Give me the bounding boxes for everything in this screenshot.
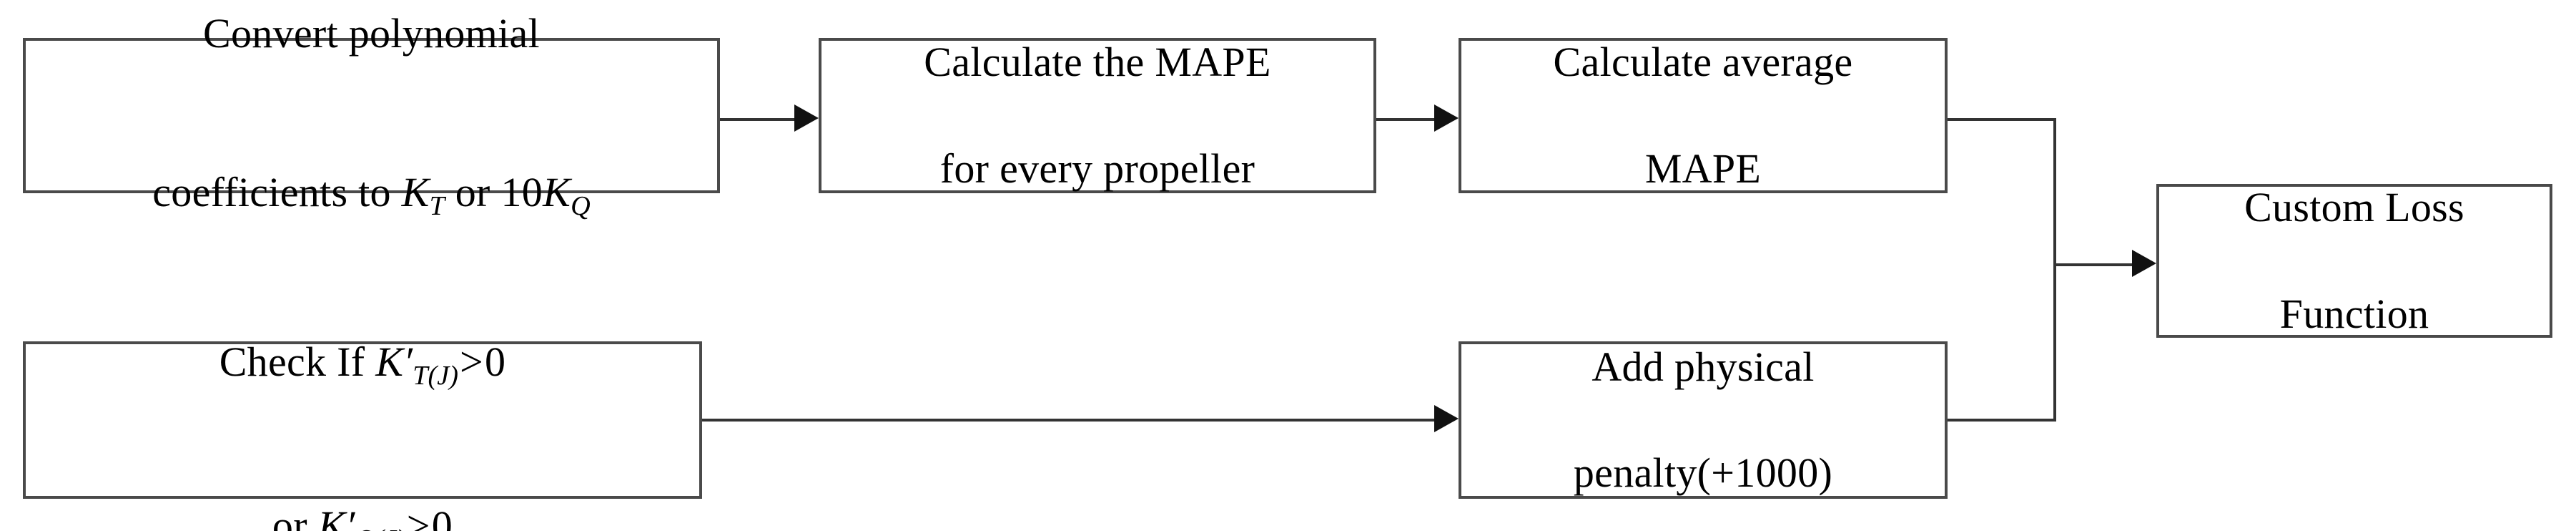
node-line-1: Check If K′T(J)>0 [219, 282, 506, 393]
prime-mark-2: ′ [345, 502, 355, 531]
merge-junction-vertical-trunk [2053, 118, 2056, 422]
node-line-1: Convert polynomial [203, 9, 540, 57]
subscript-tj: T(J) [413, 360, 458, 391]
edge-mape-to-average-arrowhead [1434, 104, 1459, 132]
symbol-k-2: K [317, 502, 346, 531]
prime-mark-1: ′ [403, 338, 413, 385]
subscript-qj: Q(J) [355, 525, 405, 531]
node-add-physical-penalty[interactable]: Add physical penalty(+1000) [1459, 341, 1948, 499]
subscript-q: Q [571, 191, 591, 222]
node-label: Convert polynomial coefficients to KT or… [142, 0, 600, 278]
symbol-k-1: K [375, 338, 404, 385]
node-line-1: Calculate average [1553, 39, 1853, 86]
node-line-2: Function [2279, 290, 2429, 337]
edge-average-to-merge-horizontal [1948, 118, 2056, 121]
node-line-2: MAPE [1644, 145, 1762, 192]
node-line-2: or K′Q(J)>0 [219, 447, 506, 531]
symbol-kt: K [401, 169, 430, 216]
node-line-1: Custom Loss [2244, 184, 2464, 231]
node-label: Custom Loss Function [2234, 128, 2474, 394]
value-zero-1: 0 [484, 338, 506, 385]
node-label: Calculate average MAPE [1544, 0, 1863, 248]
node-label: Check If K′T(J)>0 or K′Q(J)>0 [209, 229, 516, 531]
value-zero-2: 0 [431, 502, 453, 531]
node-check-derivative-condition[interactable]: Check If K′T(J)>0 or K′Q(J)>0 [23, 338, 702, 531]
node-calculate-mape-every-propeller[interactable]: Calculate the MAPE for every propeller [819, 38, 1376, 193]
subscript-t: T [429, 191, 445, 222]
greater-than-2: > [406, 502, 430, 531]
symbol-kq: K [543, 169, 571, 216]
edge-convert-to-mape-line [720, 118, 794, 121]
node-line-1: Calculate the MAPE [924, 39, 1271, 86]
line2-mid: or 10 [444, 169, 543, 216]
node-calculate-average-mape[interactable]: Calculate average MAPE [1459, 38, 1948, 193]
node-label: Add physical penalty(+1000) [1564, 287, 1842, 531]
edge-penalty-to-merge-horizontal [1948, 419, 2056, 422]
edge-merge-to-loss-line [2053, 263, 2132, 266]
node-line-1: Add physical [1592, 343, 1815, 390]
edge-check-to-penalty-arrowhead [1434, 405, 1459, 432]
check-if-text: Check If [219, 338, 376, 385]
line2-prefix: coefficients to [152, 169, 402, 216]
greater-than-1: > [459, 338, 483, 385]
node-custom-loss-function[interactable]: Custom Loss Function [2156, 184, 2552, 338]
edge-merge-to-loss-arrowhead [2132, 250, 2156, 277]
edge-convert-to-mape-arrowhead [794, 104, 819, 132]
node-line-2: coefficients to KT or 10KQ [152, 113, 590, 224]
node-label: Calculate the MAPE for every propeller [914, 0, 1280, 248]
node-convert-polynomial-coefficients[interactable]: Convert polynomial coefficients to KT or… [23, 10, 720, 221]
or-text: or [272, 502, 318, 531]
edge-check-to-penalty-line [702, 419, 1434, 422]
edge-mape-to-average-line [1376, 118, 1434, 121]
node-line-2: penalty(+1000) [1573, 449, 1833, 497]
node-line-2: for every propeller [939, 145, 1255, 192]
